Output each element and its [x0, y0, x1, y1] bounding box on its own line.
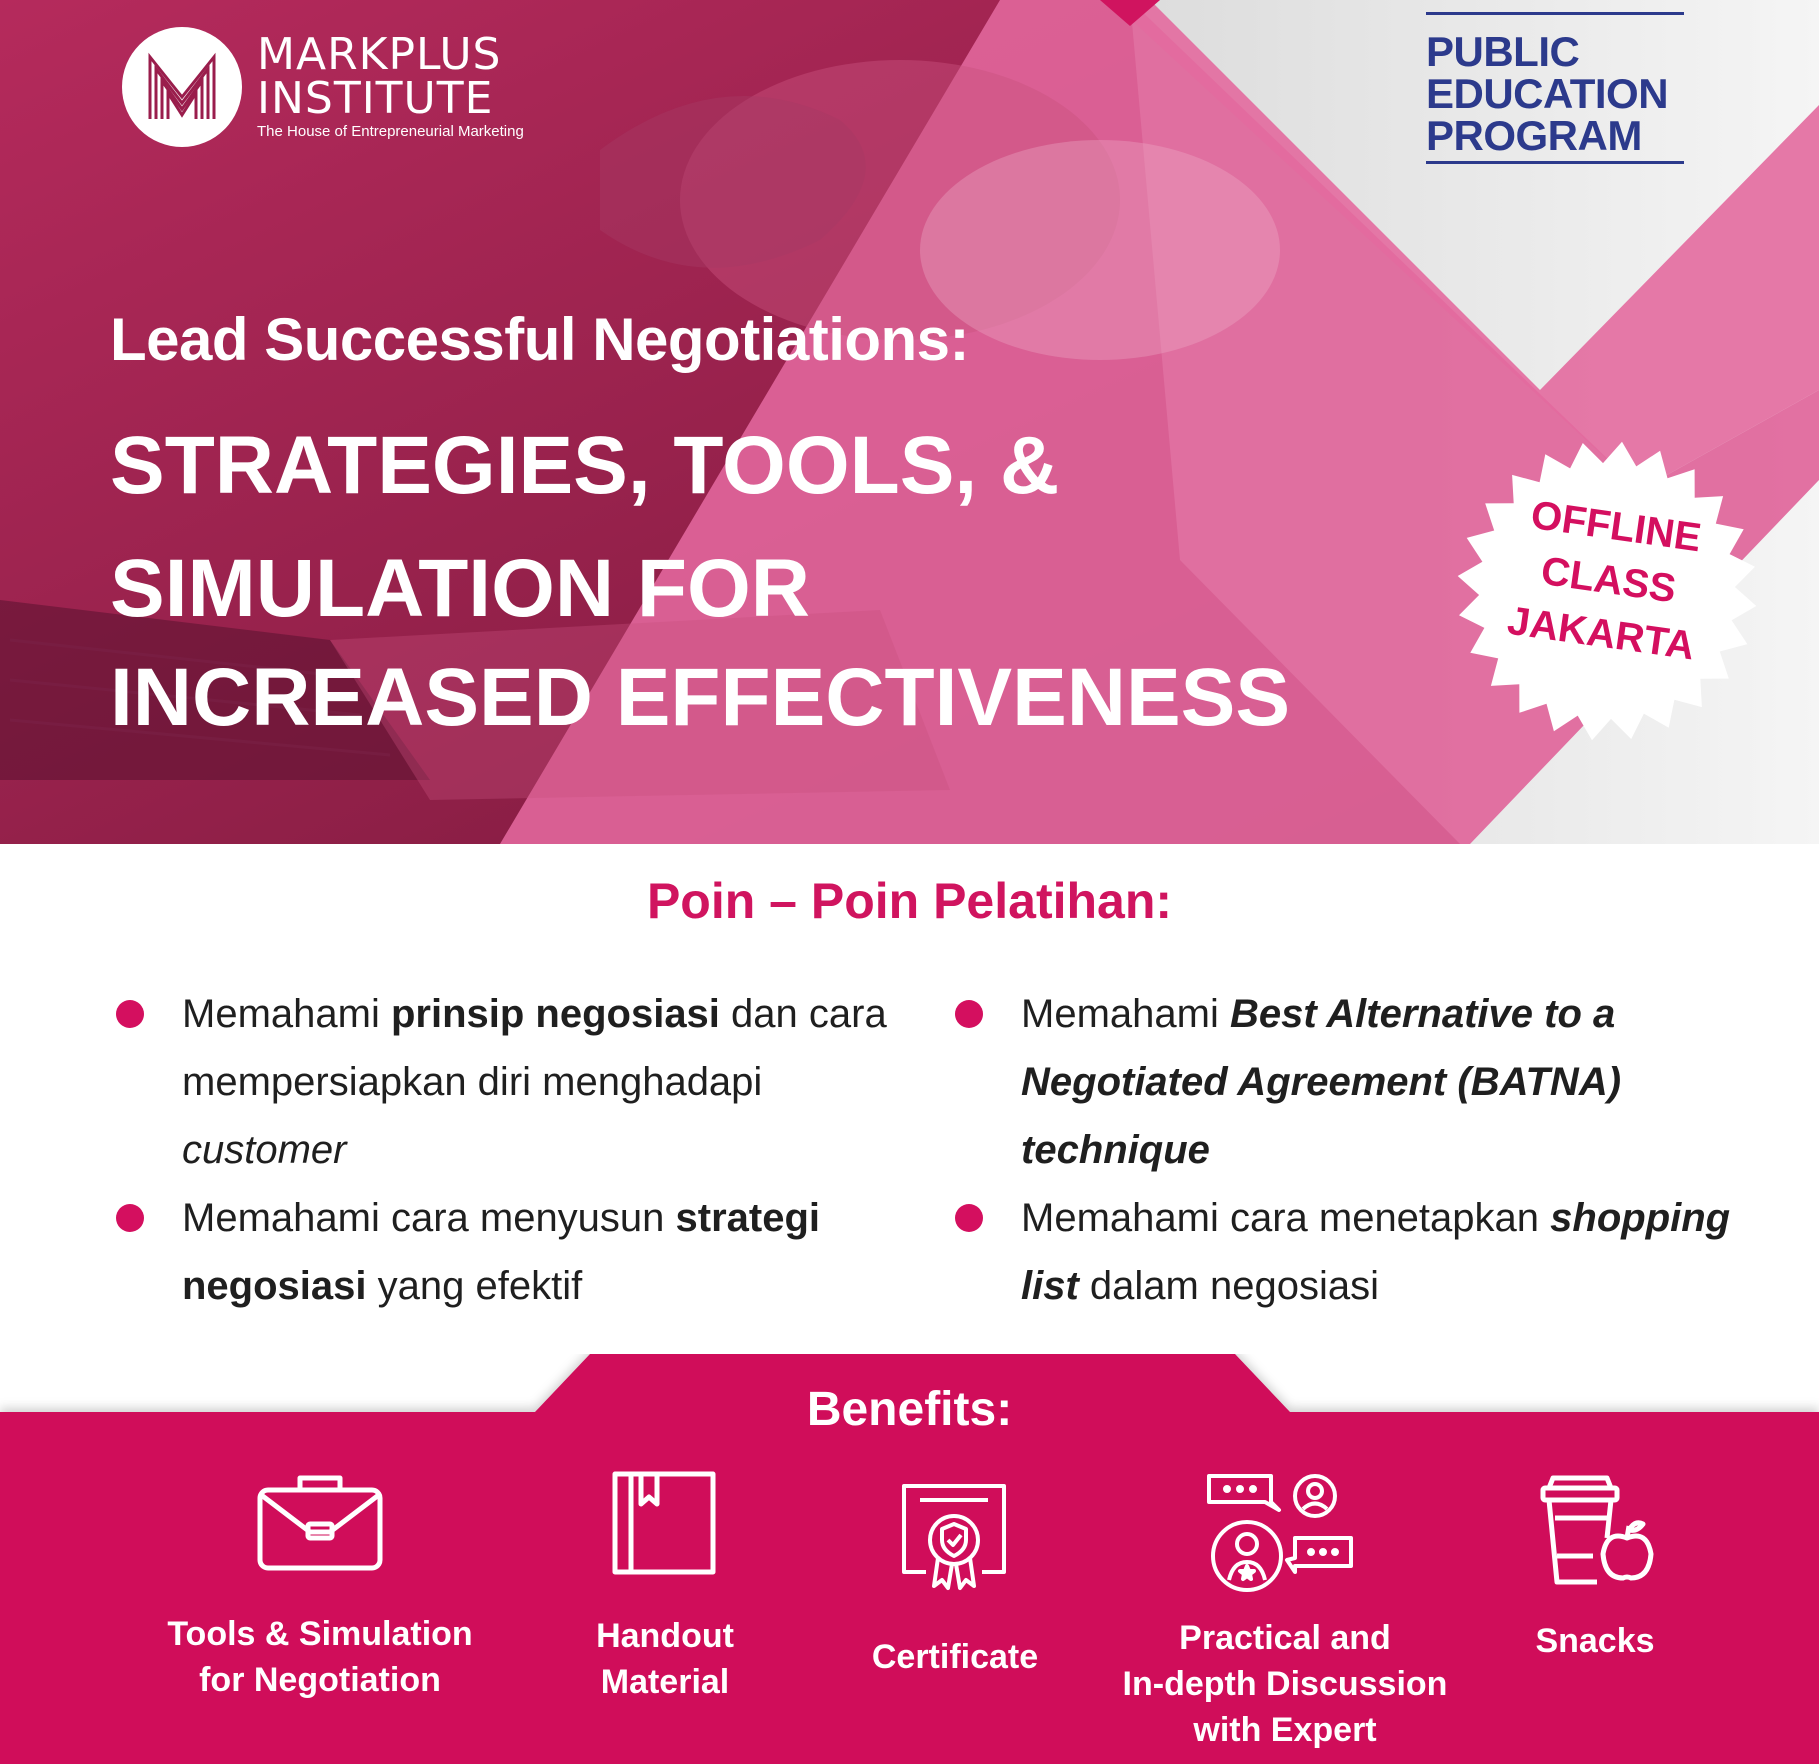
headline-title-line1: STRATEGIES, TOOLS, &: [110, 420, 1060, 511]
point-bold-italic-text: Best Alternative to a Negotiated Agreeme…: [1021, 992, 1622, 1172]
point-text: dalam negosiasi: [1078, 1264, 1379, 1308]
headline-title-line3: INCREASED EFFECTIVENESS: [110, 652, 1291, 743]
hero-banner: MARKPLUS INSTITUTE The House of Entrepre…: [0, 0, 1819, 844]
benefit-label: Tools & Simulation for Negotiation: [150, 1611, 490, 1703]
point-text: Memahami cara menetapkan: [1021, 1196, 1551, 1240]
point-text: Memahami: [1021, 992, 1230, 1036]
bullet-dot-icon: [116, 1204, 144, 1232]
bullet-dot-icon: [955, 1000, 983, 1028]
benefits-section: Benefits: Tools & Simulation for Negotia…: [0, 1354, 1819, 1764]
benefit-handout-material: Handout Material: [560, 1354, 770, 1764]
benefit-snacks: Snacks: [1500, 1354, 1690, 1764]
benefit-label: Handout Material: [560, 1613, 770, 1705]
headline-title-line2: SIMULATION FOR: [110, 543, 810, 634]
point-item: Memahami prinsip negosiasi dan cara memp…: [116, 980, 896, 1184]
snacks-icon: [1540, 1475, 1654, 1585]
program-label-line2: EDUCATION: [1426, 70, 1669, 117]
point-bold-text: strategi negosiasi: [182, 1196, 821, 1308]
benefit-label-line1: Tools & Simulation: [167, 1615, 473, 1653]
logo-tagline: The House of Entrepreneurial Marketing: [257, 123, 524, 140]
benefit-label: Snacks: [1500, 1618, 1690, 1664]
point-item: Memahami Best Alternative to a Negotiate…: [955, 980, 1755, 1184]
logo-wordmark-line2: INSTITUTE: [257, 73, 494, 124]
offline-class-badge: OFFLINE CLASS JAKARTA: [1454, 438, 1760, 744]
program-label-line1: PUBLIC: [1426, 28, 1580, 75]
benefits-band: [0, 1354, 1819, 1764]
discussion-icon: [1207, 1474, 1353, 1592]
point-text: yang efektif: [366, 1264, 583, 1308]
logo-wordmark-line1: MARKPLUS: [257, 29, 502, 80]
points-right-column: Memahami Best Alternative to a Negotiate…: [955, 980, 1755, 1320]
benefit-label-line1: Snacks: [1535, 1622, 1655, 1660]
benefit-certificate: Certificate: [830, 1354, 1080, 1764]
m-monogram-icon: [148, 52, 216, 119]
point-item: Memahami cara menetapkan shopping list d…: [955, 1184, 1755, 1320]
benefit-label: Certificate: [830, 1634, 1080, 1680]
benefit-label-line1: Practical and: [1179, 1619, 1391, 1657]
benefit-label: Practical and In-depth Discussion with E…: [1090, 1615, 1480, 1753]
point-bold-italic-text: shopping list: [1021, 1196, 1731, 1308]
benefit-label-line1: Handout: [596, 1617, 734, 1655]
benefit-tools-simulation: Tools & Simulation for Negotiation: [150, 1354, 490, 1764]
points-title: Poin – Poin Pelatihan:: [646, 873, 1173, 929]
markplus-logo: MARKPLUS INSTITUTE The House of Entrepre…: [122, 27, 562, 147]
book-icon: [612, 1471, 716, 1575]
program-label: PUBLIC EDUCATION PROGRAM: [1426, 12, 1684, 164]
headline-subtitle: Lead Successful Negotiations:: [110, 306, 970, 373]
point-text: Memahami: [182, 992, 391, 1036]
point-italic-text: customer: [182, 1128, 347, 1172]
point-text: dan cara mempersiapkan diri menghadapi: [182, 992, 887, 1104]
bullet-dot-icon: [116, 1000, 144, 1028]
starburst-badge-shape: [1457, 441, 1757, 741]
point-text: Memahami cara menyusun: [182, 1196, 676, 1240]
benefits-title: Benefits:: [806, 1383, 1013, 1436]
benefit-label-line2: for Negotiation: [199, 1661, 441, 1699]
certificate-icon: [902, 1484, 1006, 1590]
benefit-label-line2: In-depth Discussion: [1122, 1665, 1448, 1703]
benefit-label-line3: with Expert: [1193, 1711, 1377, 1749]
bullet-dot-icon: [955, 1204, 983, 1232]
points-left-column: Memahami prinsip negosiasi dan cara memp…: [116, 980, 896, 1320]
badge-text-group: OFFLINE CLASS JAKARTA: [1434, 418, 1780, 764]
benefit-label-line1: Certificate: [871, 1638, 1039, 1676]
benefit-label-line2: Material: [600, 1663, 730, 1701]
point-item: Memahami cara menyusun strategi negosias…: [116, 1184, 896, 1320]
point-bold-text: prinsip negosiasi: [390, 992, 720, 1036]
program-label-line3: PROGRAM: [1426, 112, 1642, 159]
briefcase-icon: [257, 1475, 383, 1571]
benefit-practical-discussion: Practical and In-depth Discussion with E…: [1090, 1354, 1480, 1764]
logo-emblem: [122, 27, 242, 147]
